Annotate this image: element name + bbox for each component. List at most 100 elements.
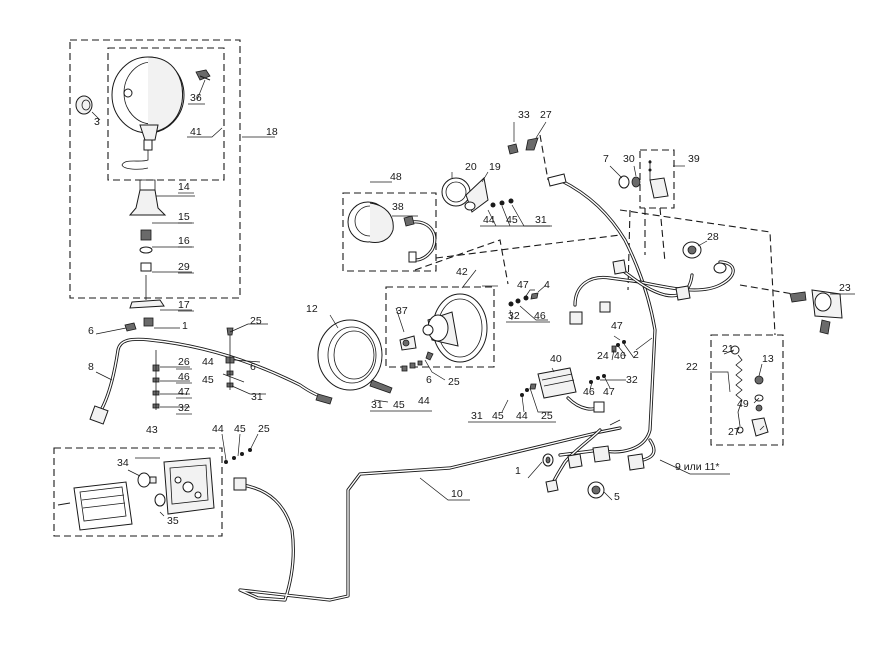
label-35: 35 — [167, 515, 179, 527]
bracket-19 — [464, 177, 489, 213]
label-underlines — [176, 103, 556, 423]
label-3: 3 — [94, 116, 100, 128]
label-25-right: 25 — [541, 410, 553, 422]
lamp-20 — [441, 177, 471, 207]
label-25-bottom: 25 — [258, 423, 270, 435]
screw-6-left — [124, 322, 137, 332]
group-box-48 — [342, 192, 437, 272]
label-12: 12 — [306, 303, 318, 315]
nut-13 — [754, 375, 764, 385]
label-46-left: 46 — [178, 371, 190, 383]
label-47-right-top: 47 — [611, 320, 623, 332]
label-46-right: 46 — [583, 386, 595, 398]
mount-bracket-14 — [128, 179, 167, 216]
label-27-top: 27 — [540, 109, 552, 121]
switch-28 — [682, 241, 727, 274]
bracket-17 — [129, 275, 165, 309]
label-36: 36 — [190, 92, 202, 104]
label-1-left: 1 — [182, 320, 188, 332]
tail-lamp-43 — [57, 481, 133, 531]
label-44-bottom: 44 — [212, 423, 224, 435]
label-40: 40 — [550, 353, 562, 365]
label-20: 20 — [465, 161, 477, 173]
label-47-left: 47 — [178, 386, 190, 398]
label-28: 28 — [707, 231, 719, 243]
lamp-housing-43 — [163, 457, 215, 515]
grommet-1-left — [143, 317, 154, 327]
label-8: 8 — [88, 361, 94, 373]
headlamp-42 — [399, 293, 488, 363]
hardware-near-19 — [490, 198, 514, 208]
label-31-left: 31 — [251, 391, 263, 403]
label-43: 43 — [146, 424, 158, 436]
label-1-right: 1 — [515, 465, 521, 477]
cable-8 — [98, 337, 328, 414]
label-32-left: 32 — [178, 402, 190, 414]
hardware-row-24 — [611, 340, 626, 353]
label-6-right: 6 — [426, 374, 432, 386]
label-44-left: 44 — [202, 356, 214, 368]
label-34: 34 — [117, 457, 129, 469]
connector-top — [547, 173, 567, 187]
label-44-mid: 44 — [418, 395, 430, 407]
group-box-39 — [639, 149, 675, 209]
bolt-36 — [195, 69, 211, 81]
label-30: 30 — [623, 153, 635, 165]
washer-49 — [754, 394, 764, 412]
hardware-row-40 — [520, 383, 537, 397]
label-27-right: 27 — [728, 426, 740, 438]
label-45-left: 45 — [202, 374, 214, 386]
relay-39 — [648, 160, 669, 199]
grommet-5 — [587, 481, 605, 499]
hardware-column-left — [152, 350, 160, 410]
label-44-top: 44 — [483, 214, 495, 226]
harness-connectors — [545, 259, 691, 493]
label-45-bottom: 45 — [234, 423, 246, 435]
label-6-mid: 6 — [250, 361, 256, 373]
label-4: 4 — [544, 279, 550, 291]
label-9-or-11: 9 или 11* — [675, 461, 720, 473]
label-22: 22 — [686, 361, 698, 373]
headlight-rim-12 — [317, 319, 393, 394]
label-45-top: 45 — [506, 214, 518, 226]
label-46-mid: 46 — [534, 310, 546, 322]
label-49: 49 — [737, 398, 749, 410]
grommet-7 — [618, 175, 630, 189]
ignition-switch-23 — [789, 289, 843, 335]
label-24: 24 — [597, 350, 609, 362]
label-6-left: 6 — [88, 325, 94, 337]
label-48: 48 — [390, 171, 402, 183]
nut-30 — [631, 176, 641, 188]
label-37: 37 — [396, 305, 408, 317]
gauge-48 — [347, 201, 394, 243]
spring-21 — [730, 345, 744, 434]
label-39: 39 — [688, 153, 700, 165]
label-31-right: 31 — [471, 410, 483, 422]
label-18: 18 — [266, 126, 278, 138]
label-5: 5 — [614, 491, 620, 503]
group-box-42 — [385, 286, 495, 368]
group-box-41 — [107, 47, 225, 181]
bulb-35 — [154, 493, 166, 507]
label-32-mid: 32 — [508, 310, 520, 322]
leader-lines — [91, 79, 855, 517]
label-7: 7 — [603, 153, 609, 165]
spring-15 — [140, 229, 152, 241]
group-box-18 — [69, 39, 241, 299]
part-labels: 3 36 41 18 14 15 16 29 17 1 6 8 26 46 47… — [88, 92, 851, 527]
label-31-top: 31 — [535, 214, 547, 226]
washer-16 — [139, 246, 153, 254]
nut-33 — [507, 143, 519, 155]
label-32-right: 32 — [626, 374, 638, 386]
label-14: 14 — [178, 181, 190, 193]
connector-8 — [89, 405, 109, 425]
label-44-right: 44 — [516, 410, 528, 422]
label-31-mid: 31 — [371, 399, 383, 411]
sensor-38 — [403, 215, 417, 263]
label-2: 2 — [633, 349, 639, 361]
work-lamp — [111, 56, 185, 170]
label-38: 38 — [392, 201, 404, 213]
label-26: 26 — [178, 356, 190, 368]
label-23: 23 — [839, 282, 851, 294]
label-45-right: 45 — [492, 410, 504, 422]
